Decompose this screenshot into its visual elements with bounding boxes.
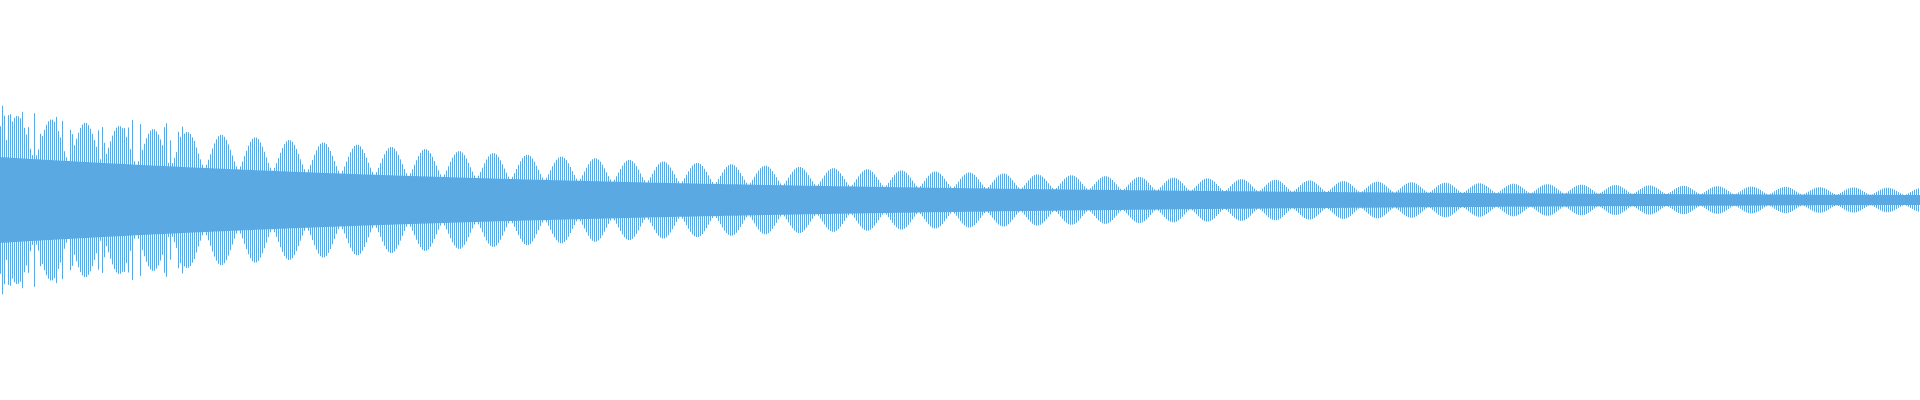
waveform-core	[0, 157, 1920, 243]
waveform-lines	[0, 105, 1920, 295]
